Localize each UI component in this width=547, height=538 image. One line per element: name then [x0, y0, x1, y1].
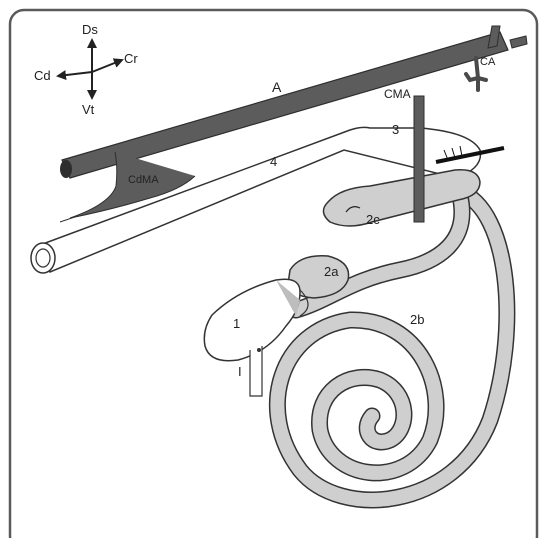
figure-frame	[8, 8, 539, 538]
caudal-mesenteric-artery	[69, 151, 196, 219]
label-segment-3: 3	[392, 122, 399, 137]
orientation-compass: Ds Cr Cd Vt	[34, 22, 138, 117]
compass-label-ventral: Vt	[82, 102, 95, 117]
compass-label-cranial: Cr	[124, 51, 138, 66]
organ-1	[203, 278, 301, 397]
label-cdma: CdMA	[128, 174, 159, 186]
label-segment-2c: 2c	[366, 212, 380, 227]
aorta-vessel	[60, 25, 528, 179]
intestine-segment-2b-spiral	[269, 183, 516, 509]
label-aorta: A	[272, 79, 282, 95]
label-segment-1: 1	[233, 316, 240, 331]
label-segment-1-stem: I	[238, 364, 242, 379]
ligature-marker	[435, 145, 505, 164]
label-segment-2b: 2b	[410, 312, 424, 327]
label-ca: CA	[480, 56, 496, 68]
label-segment-4: 4	[270, 154, 277, 169]
label-segment-2a: 2a	[324, 264, 339, 279]
compass-label-caudal: Cd	[34, 68, 51, 83]
cranial-mesenteric-artery	[413, 95, 425, 223]
intestine-segment-2c	[322, 169, 481, 227]
celiac-artery	[464, 56, 488, 92]
compass-label-dorsal: Ds	[82, 22, 98, 37]
label-cma: CMA	[384, 87, 411, 101]
